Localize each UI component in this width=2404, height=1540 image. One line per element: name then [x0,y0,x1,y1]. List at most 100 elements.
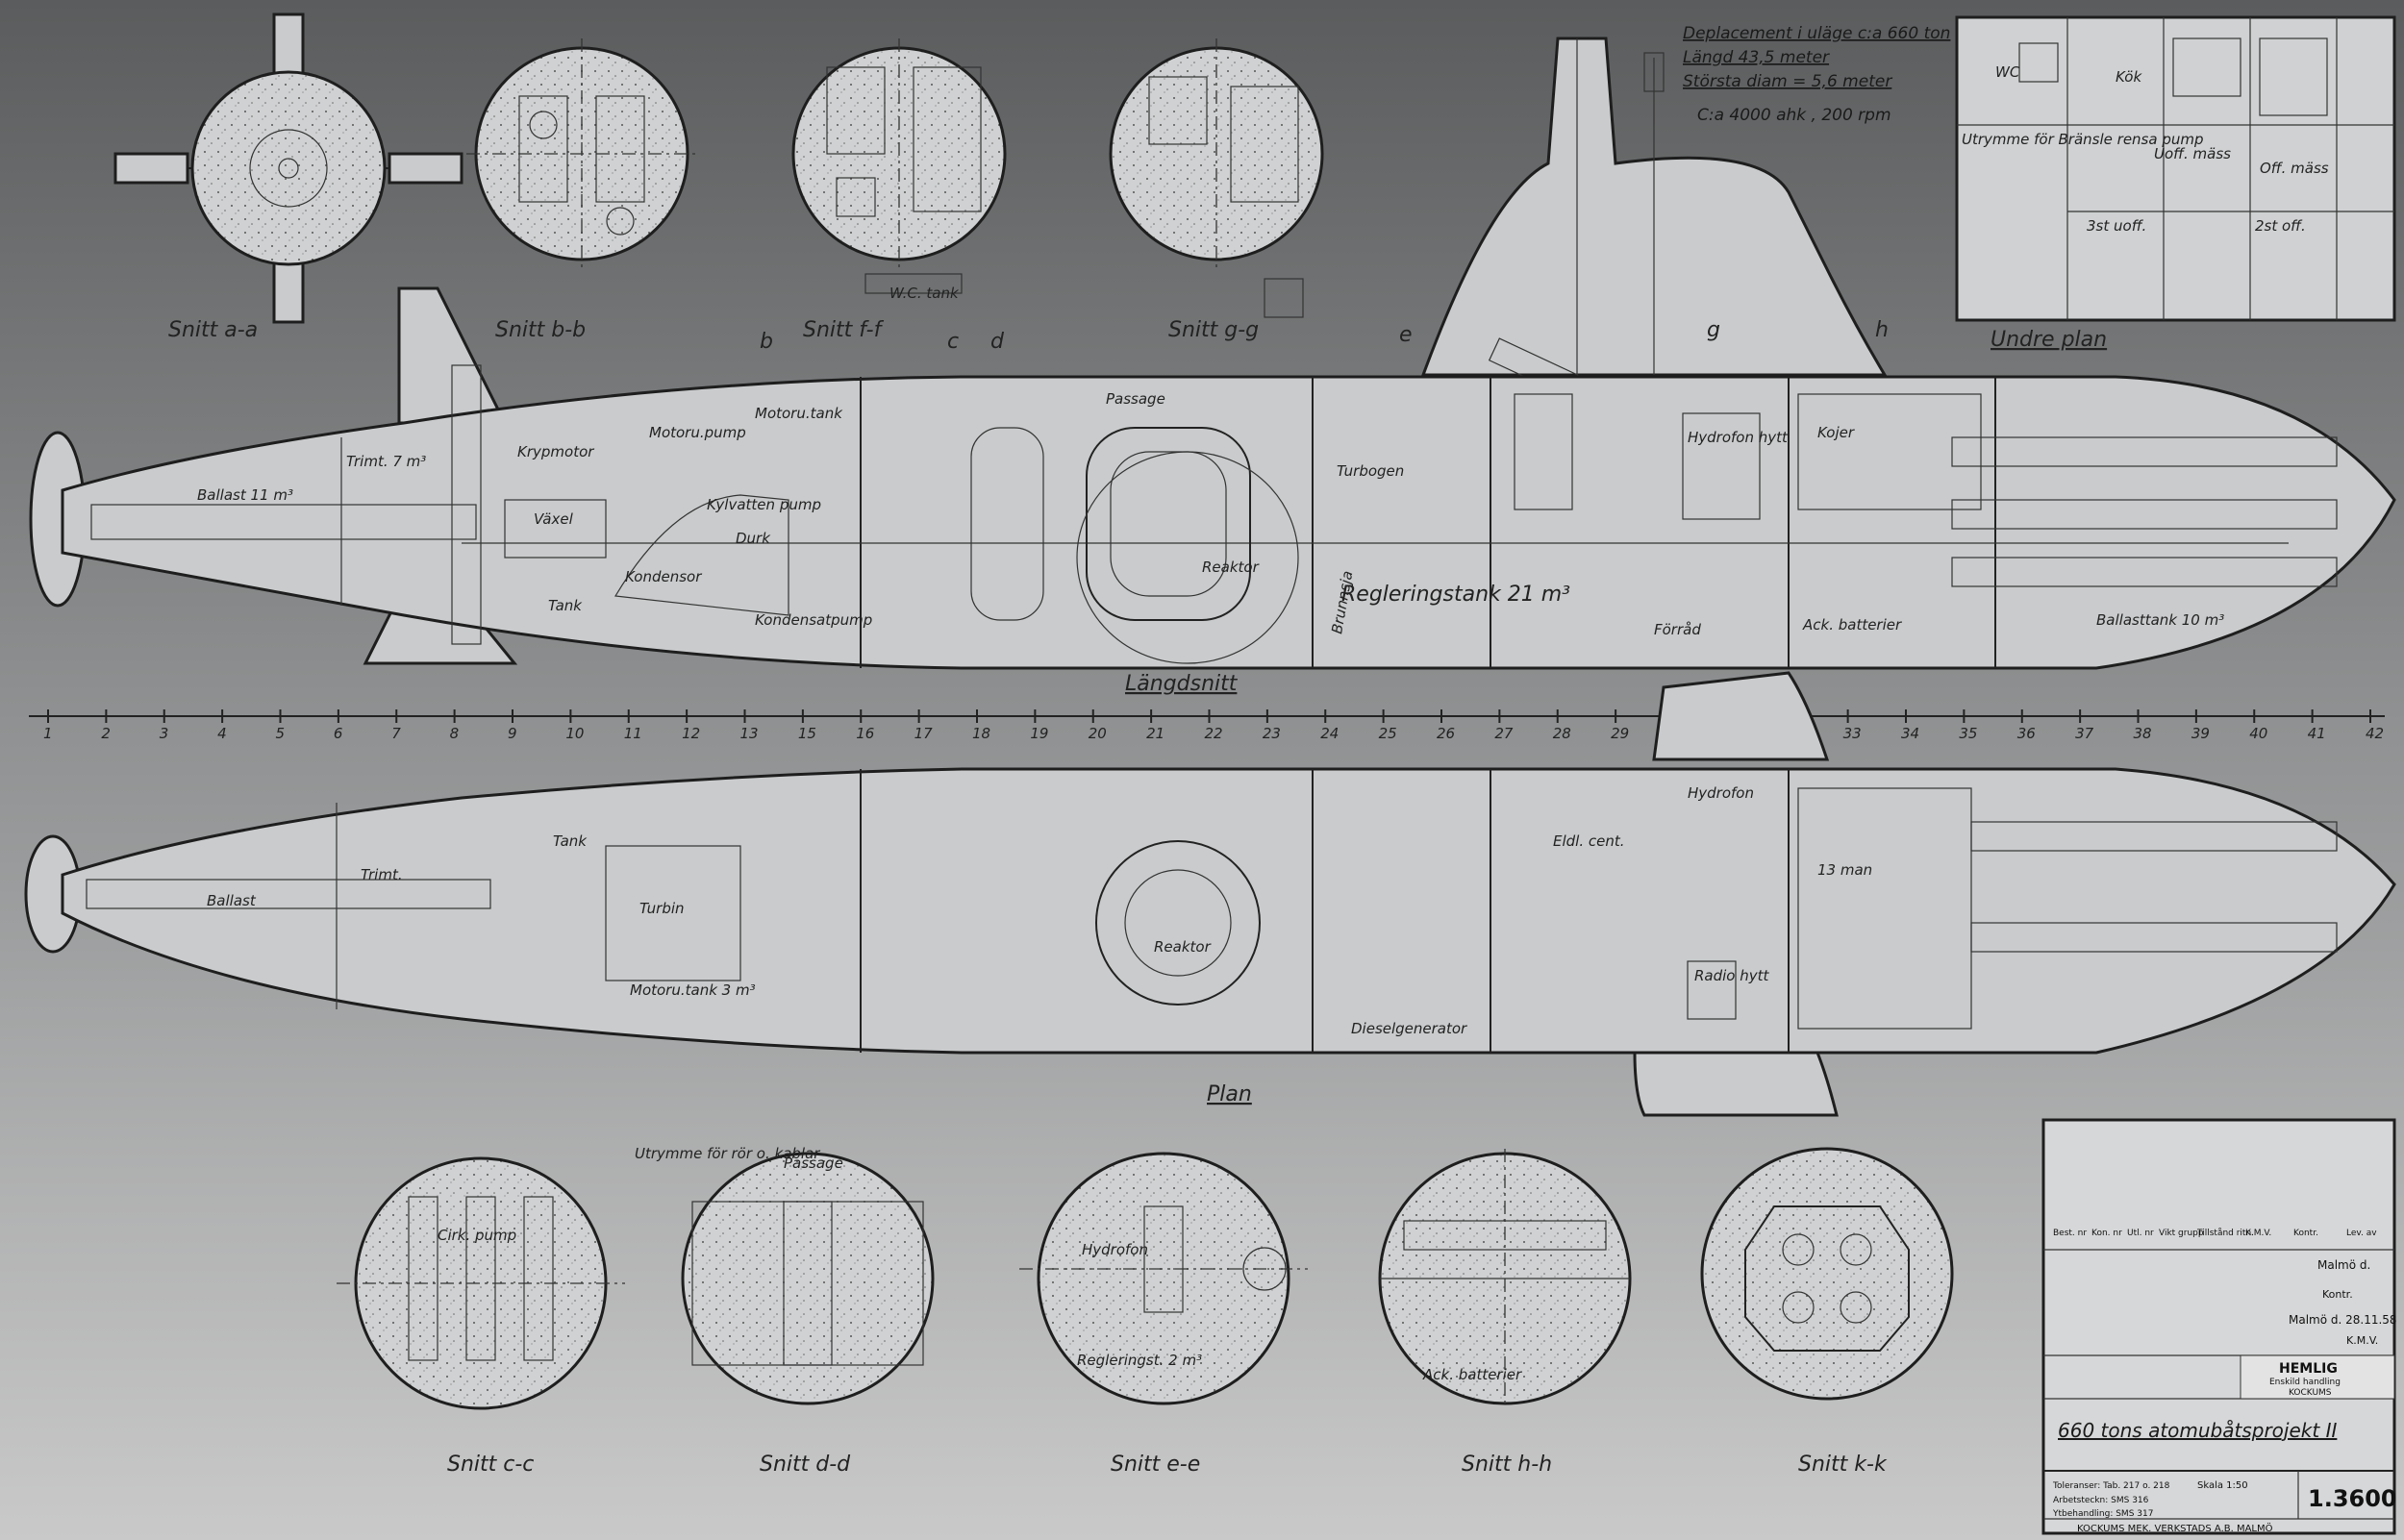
section-ee-label: Snitt e-e [1111,1453,1200,1477]
scale-tick-label: 38 [2134,725,2152,742]
undre-kok: Kök [2116,68,2142,86]
plan-trimt-label: Trimt. [361,866,403,883]
section-cc: Cirk. pump Snitt c-c [337,1156,625,1477]
cut-mark-c: c [947,330,959,354]
motorumpump-label: Motoru.pump [649,424,746,441]
ballast-aft-label: Ballast 11 m³ [197,486,293,504]
plan-motorutank-label: Motoru.tank 3 m³ [630,981,756,999]
undre-2st: 2st off. [2255,217,2306,235]
hydrofon-long-label: Hydrofon hytt [1688,429,1789,446]
section-bb-label: Snitt b-b [495,318,586,342]
hdr-kon: Kon. nr [2091,1229,2122,1238]
section-ff: W.C. tank Snitt f-f [791,38,1007,342]
hdr-kmv: K.M.V. [2245,1229,2271,1238]
note-diameter: Största diam = 5,6 meter [1683,72,1892,91]
section-dd-label: Snitt d-d [760,1453,851,1477]
scale-tick-label: 10 [565,725,584,742]
spec-notes: Deplacement i uläge c:a 660 ton Längd 43… [1683,24,1950,125]
hh-batterier-label: Ack. batterier [1422,1366,1522,1383]
kojer-label: Kojer [1817,424,1855,441]
regleringstank-label: Regleringstank 21 m³ [1341,583,1570,607]
note-displacement: Deplacement i uläge c:a 660 ton [1683,24,1950,43]
scale-tick-label: 39 [2191,725,2210,742]
trim-aft-label: Trimt. 7 m³ [346,453,426,470]
drawing-number: 1.3600 [2308,1485,2397,1512]
title-block: Best. nr Kon. nr Utl. nr Vikt grupp Till… [2041,1118,2397,1535]
tb-malmo: Malmö d. [2317,1258,2370,1272]
hdr-kontr: Kontr. [2293,1229,2318,1238]
scale-tick-label: 23 [1263,725,1281,742]
tb-arbetsteck: Arbetsteckn: SMS 316 [2053,1496,2149,1505]
scale-tick-label: 7 [391,725,401,742]
scale-tick-label: 28 [1553,725,1571,742]
krypmotor-label: Krypmotor [517,443,594,460]
plan-ballast-label: Ballast [207,892,257,909]
scale-tick-label: 36 [2017,725,2036,742]
ack-batterier-long-label: Ack. batterier [1802,616,1902,633]
scale-tick-label: 6 [334,725,343,742]
tb-scale: Skala 1:50 [2197,1480,2248,1491]
cut-mark-g: g [1707,318,1720,342]
section-cut-markers: b c d e g h [760,318,1889,354]
cut-mark-e: e [1399,323,1413,347]
forrad-label: Förråd [1654,621,1701,638]
reaktor-label: Reaktor [1202,559,1260,576]
scale-tick-label: 21 [1146,725,1164,742]
section-cc-label: Snitt c-c [447,1453,534,1477]
section-bb: Snitt b-b [466,38,697,342]
scale-tick-label: 15 [798,725,816,742]
plan-tank-label: Tank [553,832,588,850]
section-gg-label: Snitt g-g [1168,318,1259,342]
scale-tick-label: 17 [914,725,934,742]
plan-13man-label: 13 man [1817,861,1872,879]
section-aa: Snitt a-a [113,12,463,342]
scale-tick-label: 1 [43,725,53,742]
scale-tick-label: 4 [217,725,227,742]
scale-tick-label: 19 [1030,725,1048,742]
vaxel-label: Växel [534,510,574,528]
section-hh-label: Snitt h-h [1462,1453,1552,1477]
undre-offmass: Off. mäss [2260,160,2329,177]
conning-tower [1420,37,1888,398]
title-header-row: Best. nr Kon. nr Utl. nr Vikt grupp Till… [2053,1228,2377,1238]
section-gg: Snitt g-g [1109,38,1324,342]
section-dd: Passage Utrymme för rör o. kablar Snitt … [635,1145,935,1477]
section-kk: Snitt k-k [1700,1147,1954,1477]
cirk-pump-label: Cirk. pump [438,1227,516,1244]
plan-radio-label: Radio hytt [1694,967,1770,984]
scale-tick-label: 8 [450,725,460,742]
plan-reaktor-label: Reaktor [1154,938,1212,956]
scale-tick-label: 11 [624,725,642,742]
tb-company: KOCKUMS MEK. VERKSTADS A.B. MALMÖ [2077,1522,2273,1534]
plan-view-label: Plan [1207,1082,1252,1106]
scale-tick-label: 35 [1959,725,1977,742]
undre-plan: WC Kök Off. mäss Uoff. mäss 3st uoff. 2s… [1955,15,2396,352]
wc-tank-label: W.C. tank [889,285,960,302]
kylvatten-label: Kylvatten pump [707,496,821,513]
tb-kockums-small: KOCKUMS [2289,1388,2332,1398]
undre-uoffmass: Uoff. mäss [2154,145,2231,162]
plan-dieselgenerator-label: Dieselgenerator [1351,1020,1467,1037]
scale-tick-label: 26 [1437,725,1455,742]
section-kk-label: Snitt k-k [1798,1453,1888,1477]
section-hh: Ack. batterier Snitt h-h [1378,1149,1632,1477]
cut-mark-h: h [1875,318,1889,342]
tb-kontr: Kontr. [2322,1288,2353,1301]
tb-ytbeh: Ytbehandling: SMS 317 [2052,1509,2153,1519]
plan-turbin-label: Turbin [639,900,685,917]
section-ee: Hydrofon Regleringst. 2 m³ Snitt e-e [1019,1152,1308,1477]
scale-tick-label: 18 [972,725,990,742]
scale-tick-label: 22 [1205,725,1223,742]
note-length: Längd 43,5 meter [1683,48,1830,67]
passage-label: Passage [1106,390,1165,408]
hdr-vikt: Vikt grupp [2159,1229,2204,1238]
section-aa-label: Snitt a-a [168,318,258,342]
scale-tick-label: 27 [1494,725,1514,742]
tb-malmo-date: Malmö d. 28.11.58 [2289,1313,2397,1327]
scale-tick-label: 33 [1843,725,1862,742]
plan-view: Ballast Trimt. Tank Turbin Motoru.tank 3… [24,671,2396,1117]
ee-hydrofon-label: Hydrofon [1082,1241,1148,1258]
scale-tick-label: 2 [101,725,111,742]
